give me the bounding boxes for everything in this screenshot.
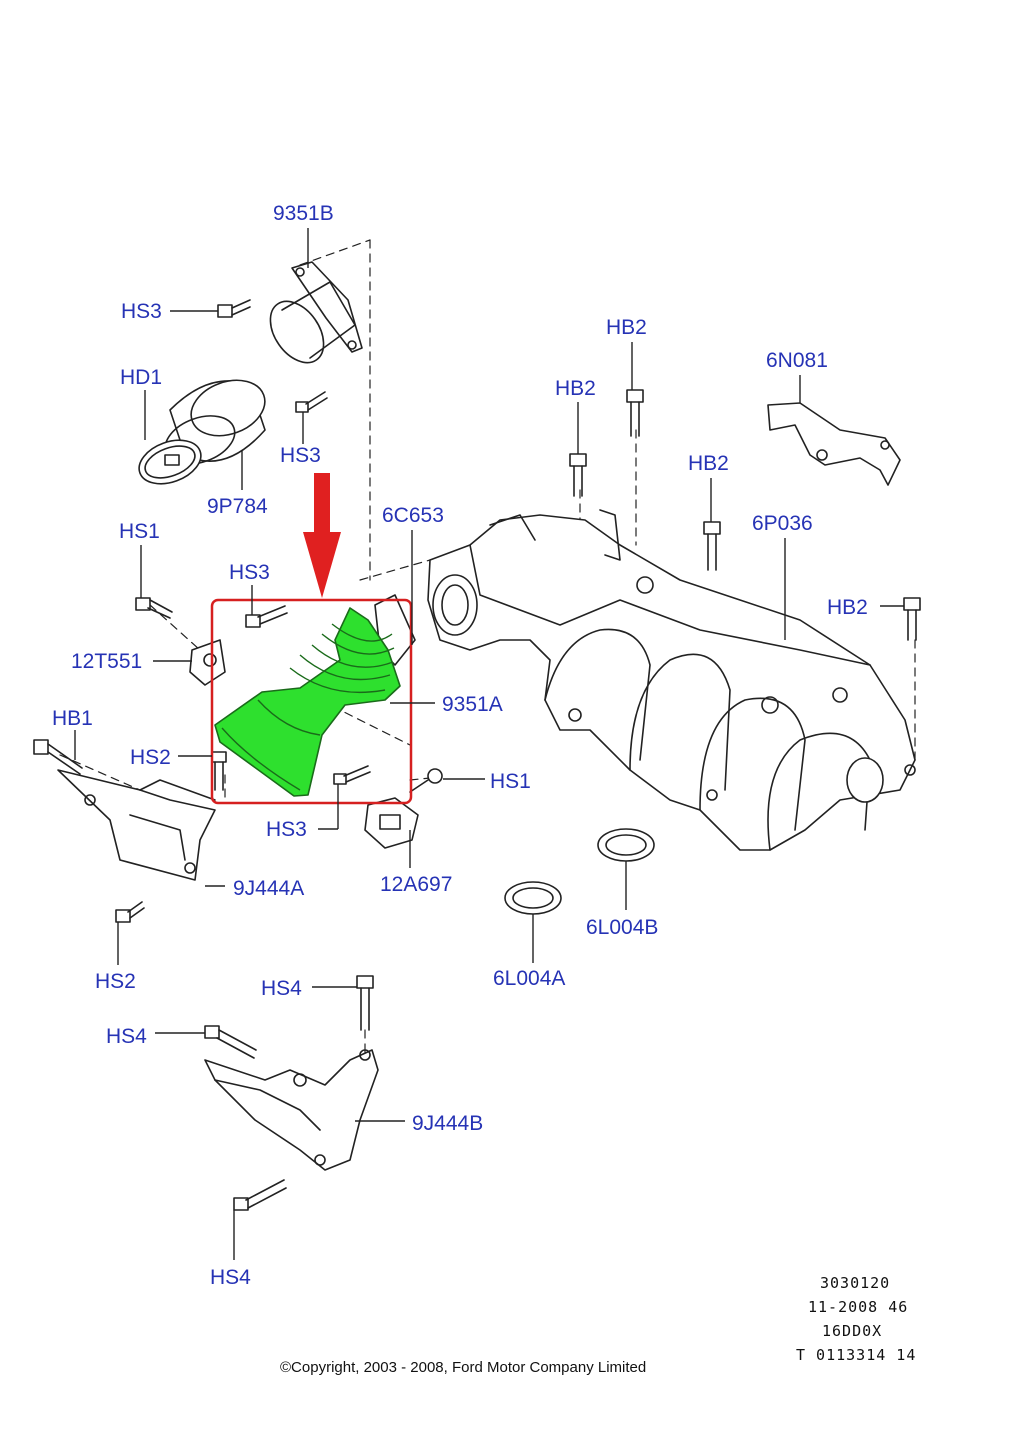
part-hb2-bolts [569,389,921,641]
label-hs2-low: HS2 [95,970,136,993]
label-6L004B: 6L004B [586,916,659,939]
label-9J444A: 9J444A [233,877,305,900]
part-hs2-mid-bolt [211,751,227,791]
highlight-box [210,598,413,805]
label-hb2-b: HB2 [555,377,596,400]
part-hs3-top-bolt [217,299,251,318]
label-hs4-c: HS4 [210,1266,251,1289]
copyright-text: ©Copyright, 2003 - 2008, Ford Motor Comp… [280,1359,647,1376]
part-hs1-left-bolt [135,597,173,619]
label-12T551: 12T551 [71,650,143,673]
part-9J444B-bracket [204,1049,379,1171]
label-6C653: 6C653 [382,504,444,527]
label-6P036: 6P036 [752,512,813,535]
label-9351A: 9351A [442,693,503,716]
part-hs3-low-bolt [333,765,371,785]
ref-line-2: 11-2008 46 [808,1298,909,1316]
highlight-arrow [303,473,341,598]
ref-line-4: T 0113314 14 [796,1346,917,1364]
label-hs2-mid: HS2 [130,746,171,769]
label-9351B: 9351B [273,202,334,225]
part-hs3-mid-bolt [295,391,328,413]
part-9351B-adaptor [269,261,363,364]
label-12A697: 12A697 [380,873,453,896]
label-hs1-left: HS1 [119,520,160,543]
label-hs3-mid: HS3 [280,444,321,467]
label-6L004A: 6L004A [493,967,566,990]
label-9J444B: 9J444B [412,1112,484,1135]
label-hb2-c: HB2 [688,452,729,475]
label-hs4-b: HS4 [106,1025,147,1048]
part-hs2-low-bolt [115,901,145,923]
label-hs3-highlight: HS3 [229,561,270,584]
ref-line-3: 16DD0X [822,1322,883,1340]
label-hb1: HB1 [52,707,93,730]
part-hs4-bolts [204,975,374,1211]
label-hs3-top: HS3 [121,300,162,323]
label-hs4-a: HS4 [261,977,302,1000]
highlight-9351A-hose [214,607,401,797]
part-hs1-right-bolt [409,768,443,793]
part-12T551-sensor [189,639,226,686]
part-6L004A-seal [504,881,562,915]
ref-line-1: 3030120 [820,1274,891,1292]
part-HD1-clamp [138,439,202,485]
part-6P036-intake-manifold [427,509,916,851]
label-hb2-a: HB2 [606,316,647,339]
part-6L004B-seal [597,828,655,862]
part-hs3-highlight-bolt [245,605,288,628]
part-HB1-bolt [33,739,83,775]
label-hb2-d: HB2 [827,596,868,619]
label-hd1: HD1 [120,366,163,389]
part-9J444A-bracket [57,769,216,881]
part-6N081-bracket [767,402,901,486]
label-9P784: 9P784 [207,495,268,518]
label-hs3-low: HS3 [266,818,307,841]
leader-lines [74,228,904,1260]
label-hs1-right: HS1 [490,770,531,793]
part-9P784-hose [164,379,266,465]
part-12A697-sensor [364,797,419,849]
label-6N081: 6N081 [766,349,828,372]
